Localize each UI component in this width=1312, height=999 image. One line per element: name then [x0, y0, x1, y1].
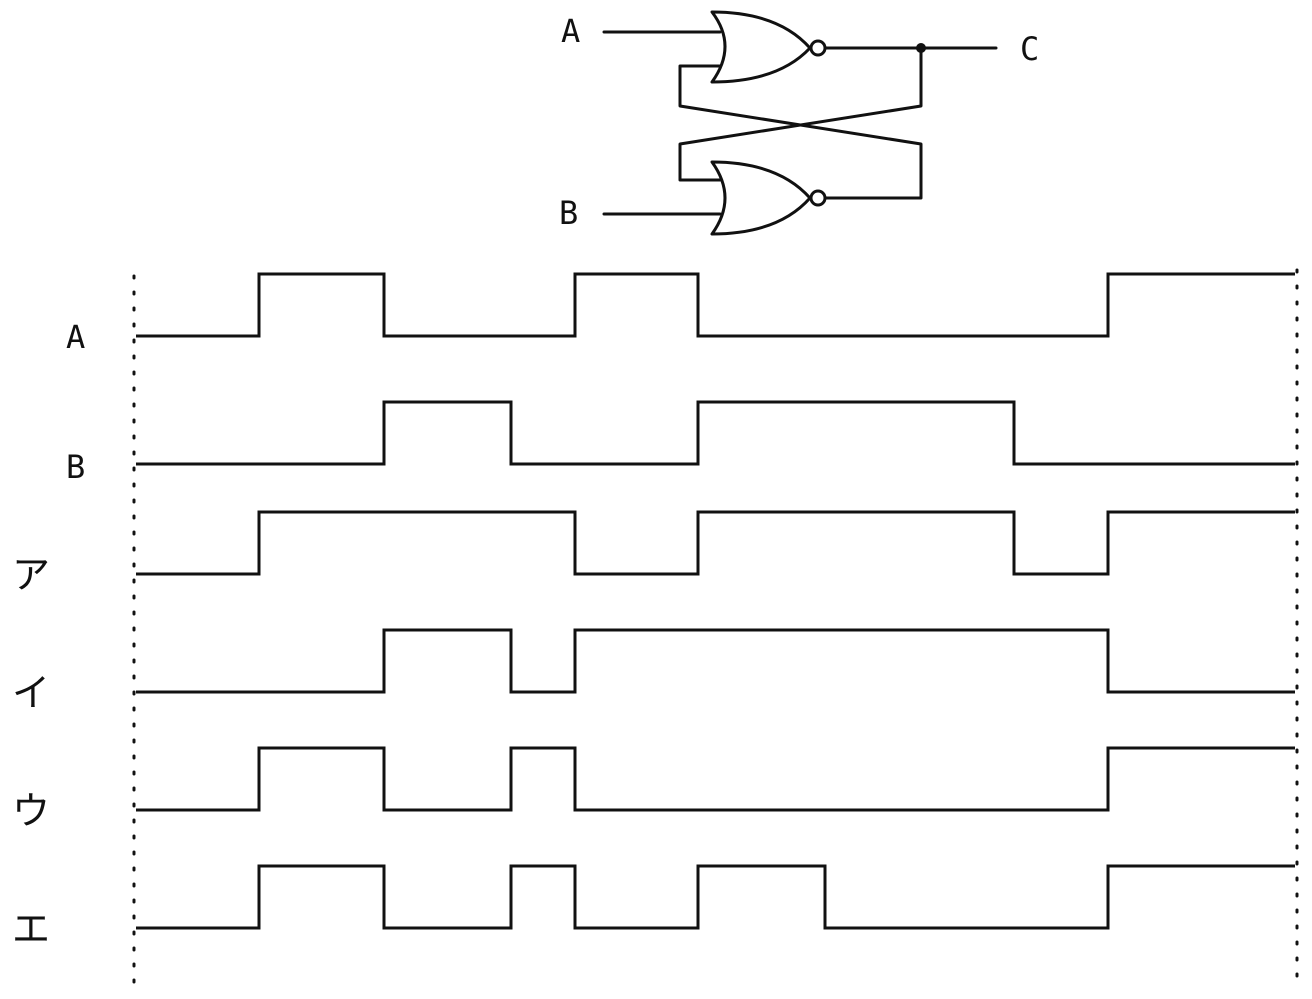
waveform-4 — [136, 628, 1295, 694]
waveform-label-6: エ — [12, 907, 50, 951]
waveform-6 — [136, 864, 1295, 930]
feedback-wire-upper-to-lower — [678, 46, 923, 182]
circuit-label-b: B — [559, 194, 578, 232]
circuit-label-c: C — [1020, 30, 1039, 68]
waveform-1 — [136, 272, 1295, 338]
output-junction-dot — [916, 43, 926, 53]
lower-nor-gate — [710, 160, 827, 236]
nor-latch-circuit — [602, 10, 998, 236]
waveform-5 — [136, 746, 1295, 812]
waveform-3 — [136, 510, 1295, 576]
feedback-wire-lower-to-upper — [678, 64, 923, 200]
upper-nor-inversion-bubble — [809, 39, 827, 57]
waveform-label-5: ウ — [12, 789, 50, 833]
circuit-label-a: A — [561, 12, 580, 50]
waveform-label-1: A — [66, 318, 85, 356]
waveform-label-2: B — [66, 448, 85, 486]
waveform-label-4: イ — [12, 671, 50, 715]
timing-boundary-lines — [132, 268, 1299, 992]
lower-nor-inversion-bubble — [809, 189, 827, 207]
upper-nor-gate — [710, 10, 827, 84]
waveform-2 — [136, 400, 1295, 466]
timing-waveforms — [136, 272, 1295, 930]
waveform-label-3: ア — [12, 553, 50, 597]
